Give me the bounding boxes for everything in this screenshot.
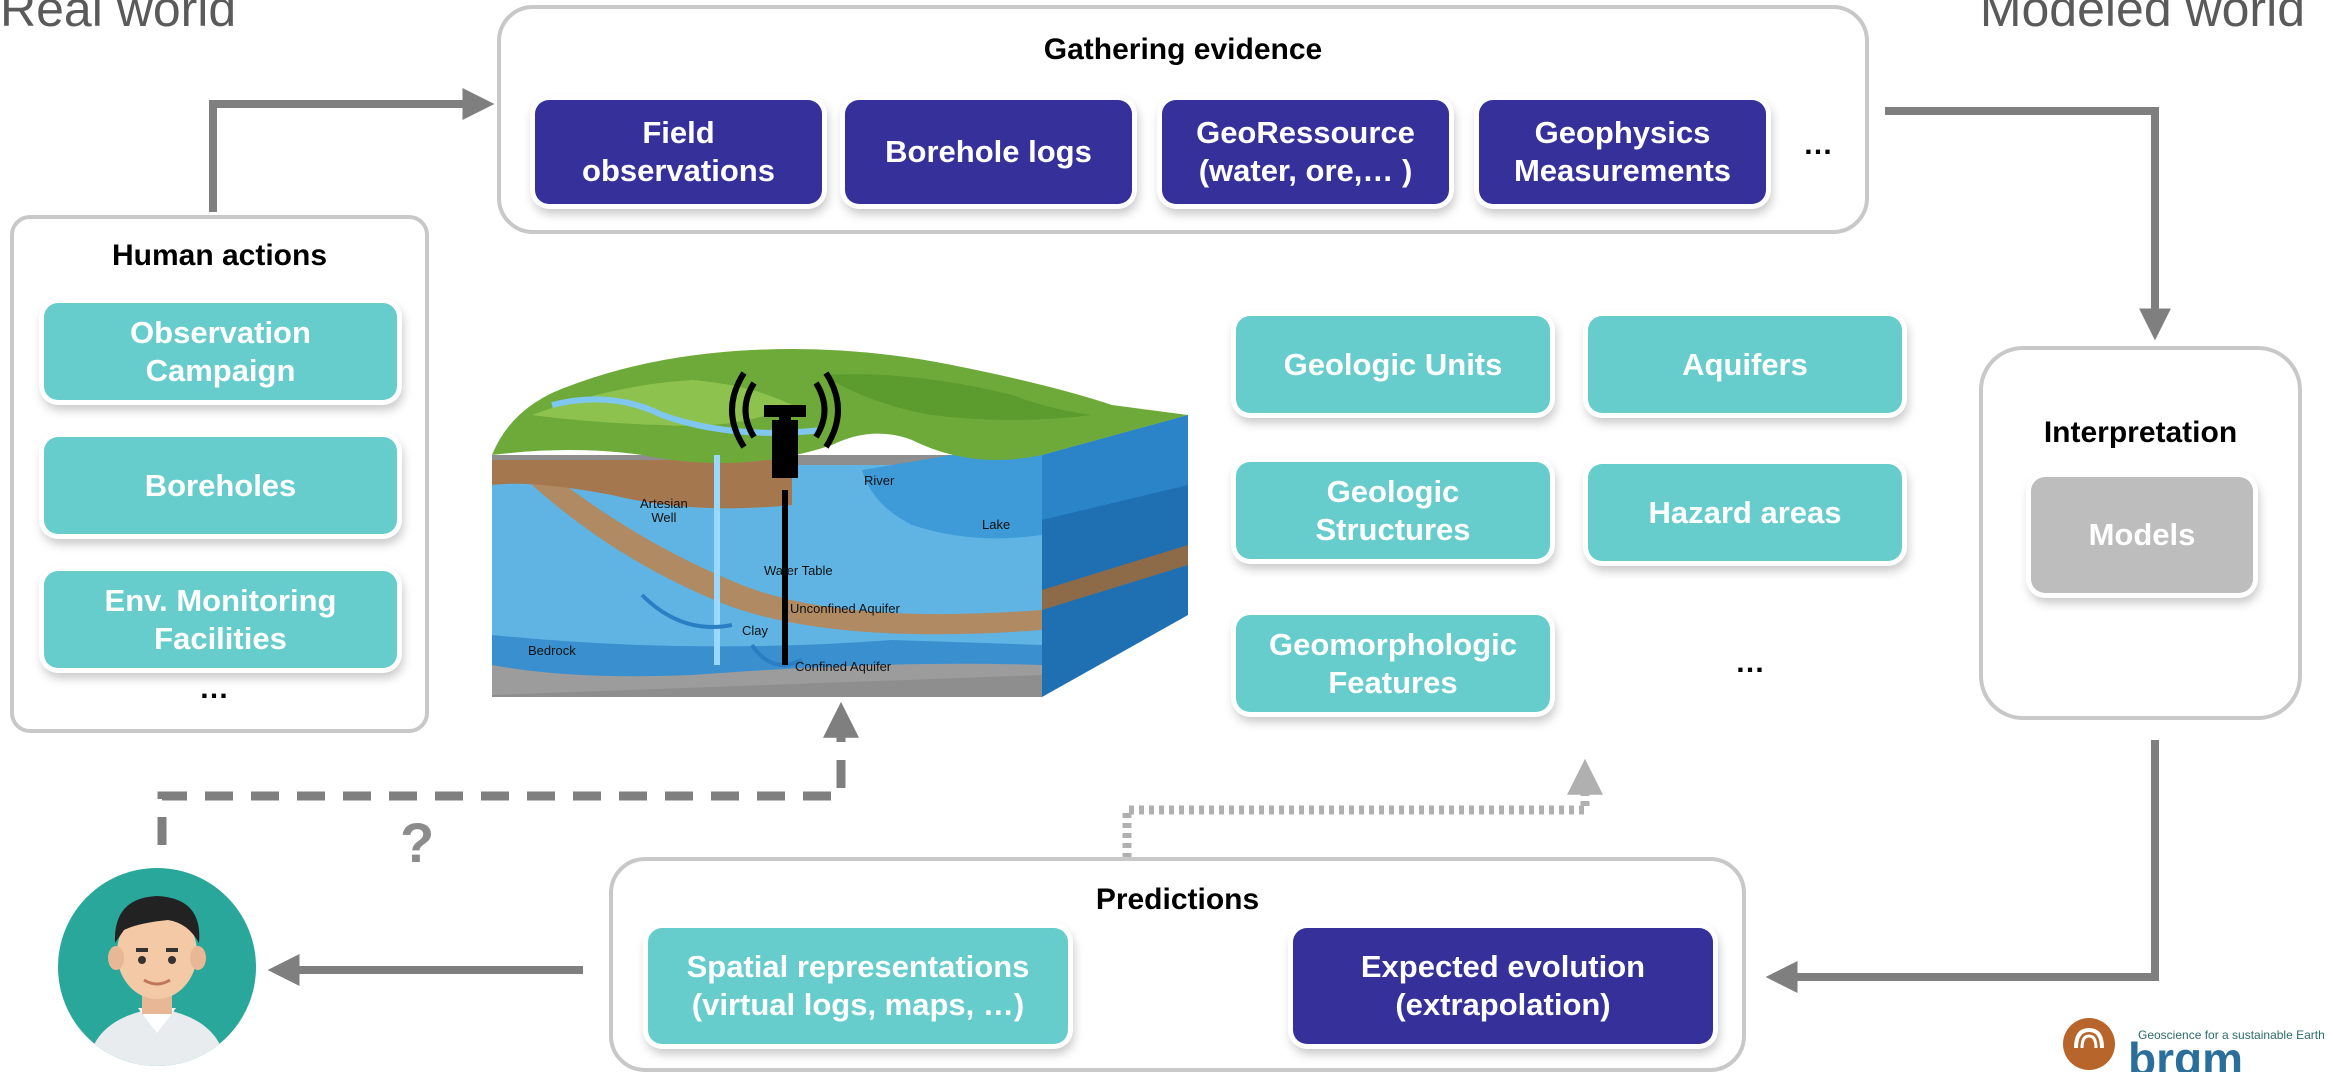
env-monitoring-box: Env. Monitoring Facilities — [44, 571, 397, 668]
label-water-table: Water Table — [764, 563, 833, 578]
aquifers-box: Aquifers — [1588, 316, 1902, 413]
models-box: Models — [2031, 477, 2253, 593]
label-clay: Clay — [742, 623, 769, 638]
field-observations-box: Field observations — [535, 100, 822, 204]
hydrogeology-block-diagram: Artesian Well River Lake Water Table Unc… — [492, 345, 1188, 697]
label-confined-aquifer: Confined Aquifer — [795, 659, 892, 674]
modeled-world-title: Modeled world — [1979, 0, 2305, 37]
brgm-logo-icon — [2063, 1018, 2115, 1070]
borehole-logs-box: Borehole logs — [845, 100, 1132, 204]
features-more: … — [1735, 646, 1765, 679]
question-mark: ? — [400, 811, 435, 874]
observation-campaign-box: Observation Campaign — [44, 303, 397, 400]
interpretation-title: Interpretation — [2043, 416, 2238, 449]
label-unconfined-aquifer: Unconfined Aquifer — [790, 601, 900, 616]
label-river: River — [864, 473, 895, 488]
human-actions-title: Human actions — [111, 239, 328, 272]
real-world-title: Real world — [0, 0, 237, 37]
gathering-more: … — [1803, 128, 1833, 161]
geologic-structures-box: Geologic Structures — [1236, 462, 1550, 559]
arrow-human-to-gathering — [209, 88, 495, 212]
label-lake: Lake — [982, 517, 1011, 532]
gathering-evidence-title: Gathering evidence — [1043, 33, 1323, 66]
arrow-interpretation-to-predictions — [1765, 740, 2159, 993]
dashed-feedback-arrow — [157, 701, 859, 845]
georessource-box: GeoRessource (water, ore,… ) — [1162, 100, 1449, 204]
arrow-gathering-to-interpretation — [1885, 107, 2171, 341]
person-avatar — [58, 868, 256, 1066]
brgm-logo: Geoscience for a sustainable Earth brgm — [2062, 1016, 2333, 1072]
label-artesian-well: Artesian Well — [640, 496, 688, 525]
geologic-units-box: Geologic Units — [1236, 316, 1550, 413]
human-actions-more: … — [199, 672, 229, 705]
label-bedrock: Bedrock — [528, 643, 576, 658]
brgm-tagline: Geoscience for a sustainable Earth — [2138, 1028, 2325, 1042]
spatial-representations-box: Spatial representations (virtual logs, m… — [648, 928, 1068, 1044]
brgm-name: brgm — [2128, 1033, 2243, 1072]
geophysics-measurements-box: Geophysics Measurements — [1479, 100, 1766, 204]
boreholes-box: Boreholes — [44, 437, 397, 534]
hazard-areas-box: Hazard areas — [1588, 464, 1902, 561]
geomorphologic-features-box: Geomorphologic Features — [1236, 615, 1550, 712]
expected-evolution-box: Expected evolution (extrapolation) — [1293, 928, 1713, 1044]
predictions-title: Predictions — [1095, 883, 1260, 916]
dotted-prediction-arrow — [1122, 758, 1603, 858]
